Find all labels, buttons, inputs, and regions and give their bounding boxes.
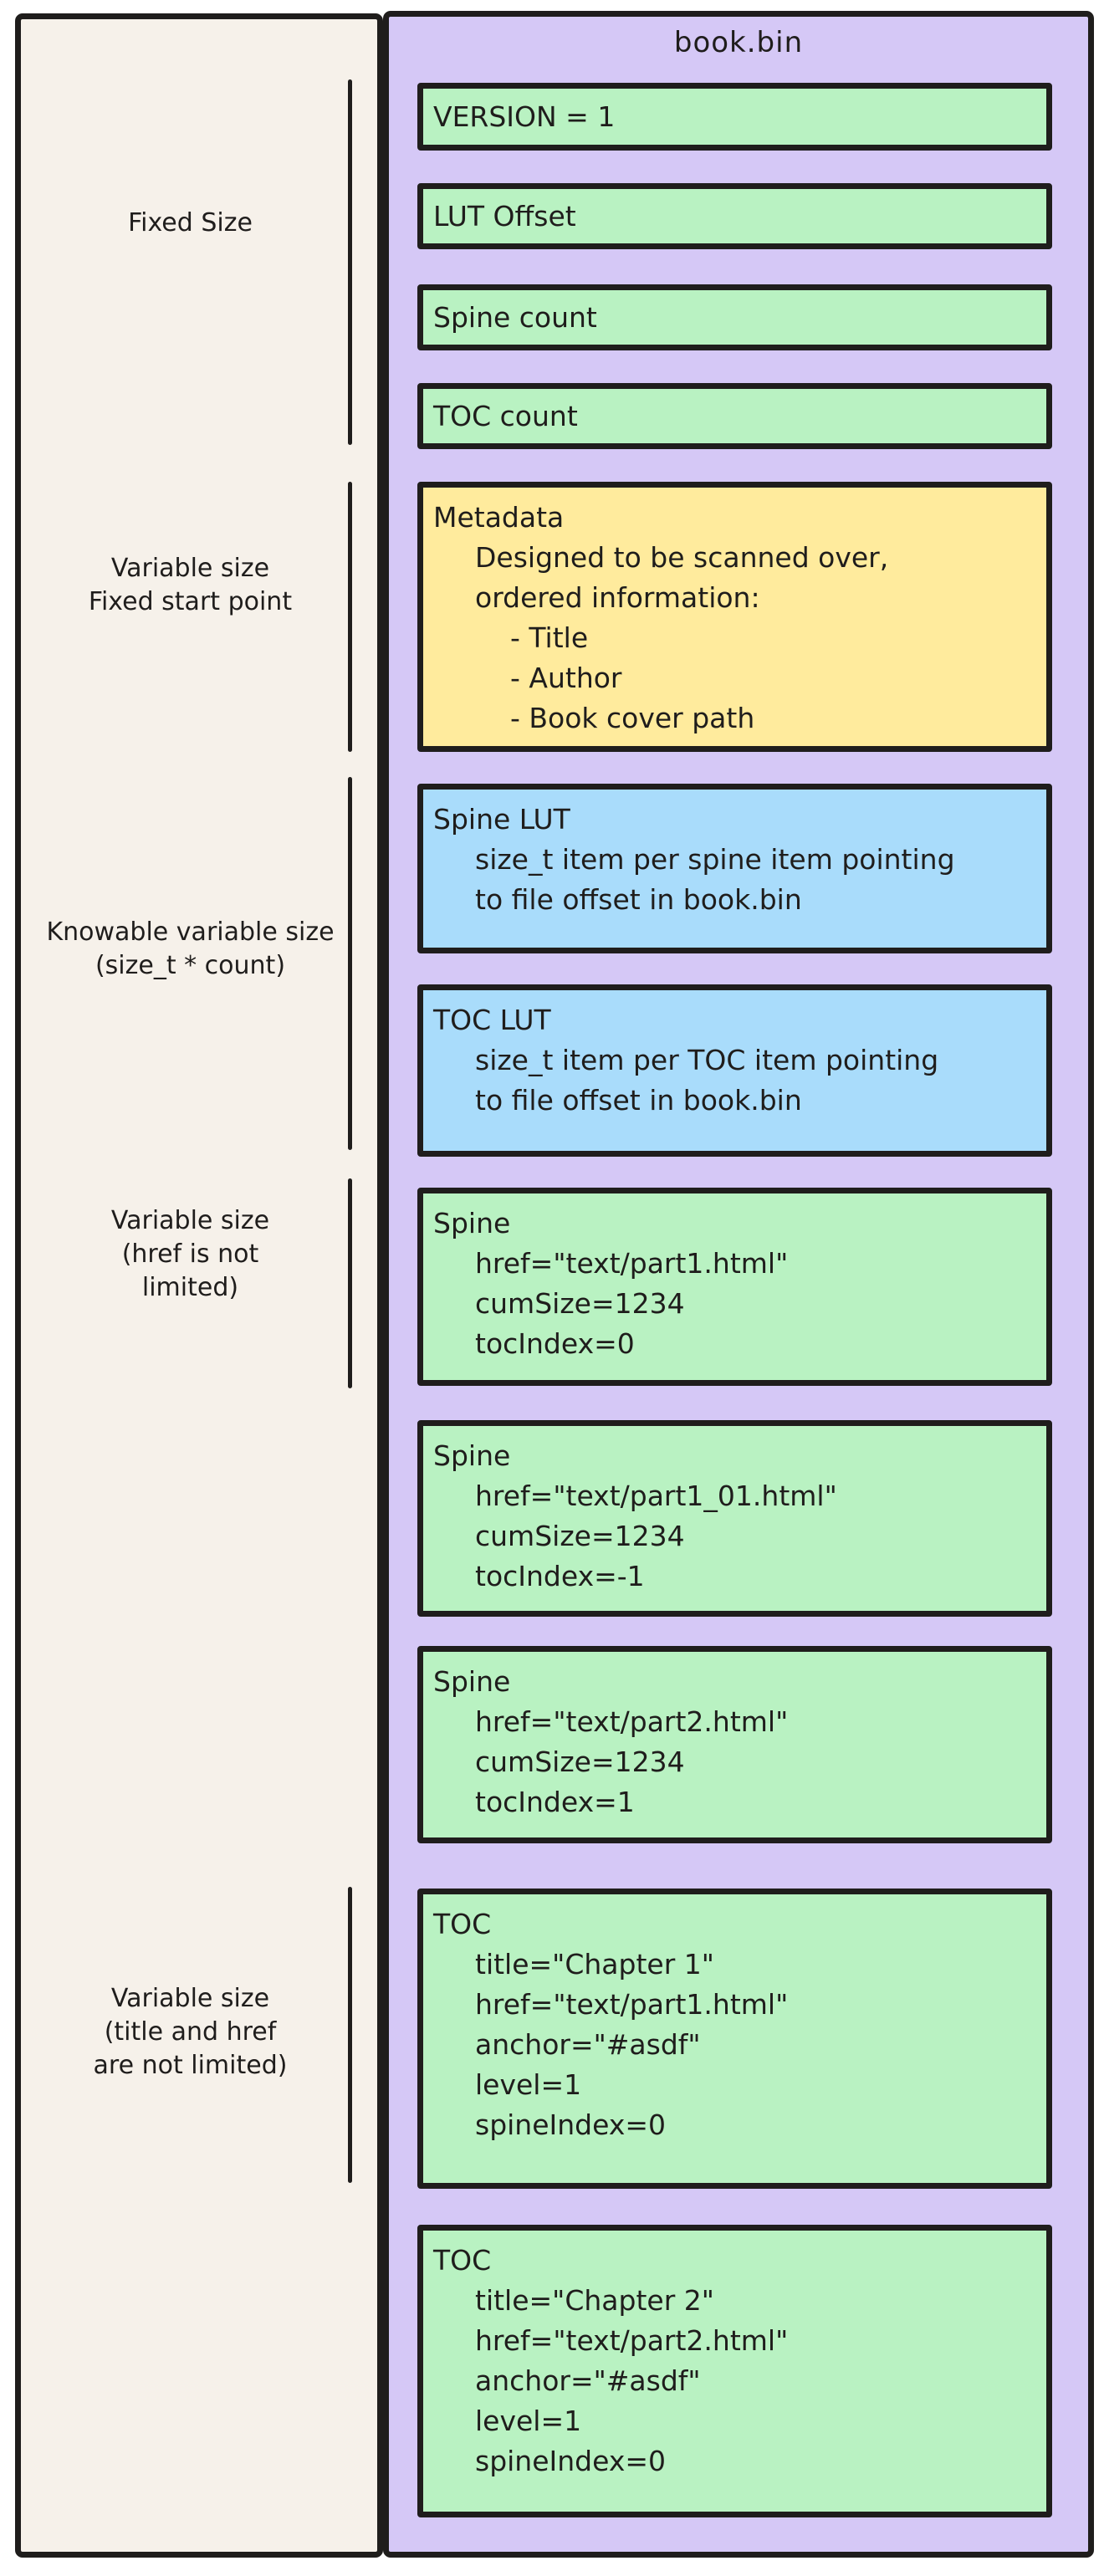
field-box-line: size_t item per TOC item pointing	[475, 1044, 939, 1076]
field-box-line: title="Chapter 1"	[475, 1948, 714, 1981]
field-box-line: cumSize=1234	[475, 1287, 685, 1320]
field-box-line: TOC	[433, 2244, 492, 2277]
field-box-line: anchor="#asdf"	[475, 2364, 701, 2397]
field-box-line: anchor="#asdf"	[475, 2028, 701, 2061]
size-label-line: Variable size	[110, 554, 270, 583]
field-box-spine-2: Spine href="text/part1_01.html" cumSize=12…	[417, 1420, 1052, 1617]
size-label: Variable size (title and href are not limi…	[38, 1982, 343, 2083]
field-box-toc-lut: TOC LUT size_t item per TOC item pointing…	[417, 984, 1052, 1157]
size-label-line: Variable size	[110, 1984, 270, 2013]
size-label-line: (title and href	[104, 2017, 277, 2047]
size-label: Fixed Size	[38, 207, 343, 240]
size-bracket	[348, 1887, 352, 2183]
field-box-line: Metadata	[433, 501, 565, 534]
size-label-line: Knowable variable size	[46, 917, 335, 947]
size-bracket	[348, 482, 352, 752]
field-box-line: size_t item per spine item pointing	[475, 843, 955, 876]
field-box-line: cumSize=1234	[475, 1745, 685, 1778]
field-box-spine-lut: Spine LUT size_t item per spine item poin…	[417, 784, 1052, 953]
size-annotations-panel	[15, 13, 383, 2558]
field-box-line: to file offset in book.bin	[475, 1084, 802, 1117]
field-box-line: TOC count	[433, 399, 578, 432]
size-label-line: (href is not	[121, 1239, 259, 1269]
field-box-line: Designed to be scanned over,	[475, 541, 889, 574]
size-label: Knowable variable size (size_t * count)	[38, 916, 343, 983]
field-box-line: title="Chapter 2"	[475, 2284, 714, 2317]
field-box-line: tocIndex=1	[475, 1786, 635, 1818]
size-label-line: Variable size	[110, 1206, 270, 1235]
field-box-toc-2: TOC title="Chapter 2" href="text/part2.htm…	[417, 2225, 1052, 2517]
size-label: Variable size (href is not limited)	[38, 1204, 343, 1305]
field-box-toc-count: TOC count	[417, 383, 1052, 449]
field-box-line: level=1	[475, 2405, 582, 2437]
field-box-version: VERSION = 1	[417, 83, 1052, 151]
size-label-line: limited)	[141, 1273, 239, 1302]
field-box-line: href="text/part1.html"	[475, 1988, 789, 2021]
field-box-line: Spine	[433, 1439, 511, 1472]
size-label-line: Fixed Size	[128, 208, 253, 238]
field-box-toc-1: TOC title="Chapter 1" href="text/part1.htm…	[417, 1889, 1052, 2189]
field-box-spine-1: Spine href="text/part1.html" cumSize=1234 t…	[417, 1188, 1052, 1386]
field-box-line: spineIndex=0	[475, 2445, 667, 2477]
field-box-line: LUT Offset	[433, 199, 576, 233]
size-label-line: Fixed start point	[88, 587, 293, 616]
field-box-line: Spine	[433, 1207, 511, 1239]
size-bracket	[348, 777, 352, 1150]
field-box-line: level=1	[475, 2068, 582, 2101]
field-box-line: tocIndex=-1	[475, 1560, 645, 1592]
field-box-line: to file offset in book.bin	[475, 883, 802, 916]
field-box-line: Spine count	[433, 300, 597, 334]
field-box-line: href="text/part2.html"	[475, 2324, 789, 2357]
field-box-line: spineIndex=0	[475, 2108, 667, 2141]
field-box-line: - Book cover path	[510, 702, 755, 734]
field-box-line: href="text/part2.html"	[475, 1705, 789, 1738]
size-label-line: (size_t * count)	[95, 951, 286, 980]
field-box-spine-3: Spine href="text/part2.html" cumSize=1234 t…	[417, 1646, 1052, 1843]
field-box-line: TOC LUT	[433, 1004, 551, 1036]
field-box-spine-count: Spine count	[417, 284, 1052, 350]
size-bracket	[348, 79, 352, 445]
field-box-line: VERSION = 1	[433, 100, 616, 133]
field-box-line: tocIndex=0	[475, 1327, 635, 1360]
field-box-line: - Author	[510, 662, 622, 694]
field-box-lut-offset: LUT Offset	[417, 183, 1052, 249]
field-box-line: cumSize=1234	[475, 1520, 685, 1552]
field-box-line: ordered information:	[475, 581, 760, 614]
field-box-line: Spine	[433, 1665, 511, 1698]
field-box-line: href="text/part1_01.html"	[475, 1480, 837, 1512]
size-label-line: are not limited)	[93, 2051, 288, 2080]
field-box-line: - Title	[510, 621, 589, 654]
field-box-line: href="text/part1.html"	[475, 1247, 789, 1280]
field-box-line: TOC	[433, 1908, 492, 1940]
size-bracket	[348, 1178, 352, 1388]
field-box-line: Spine LUT	[433, 803, 570, 836]
diagram-title: book.bin	[673, 26, 804, 59]
